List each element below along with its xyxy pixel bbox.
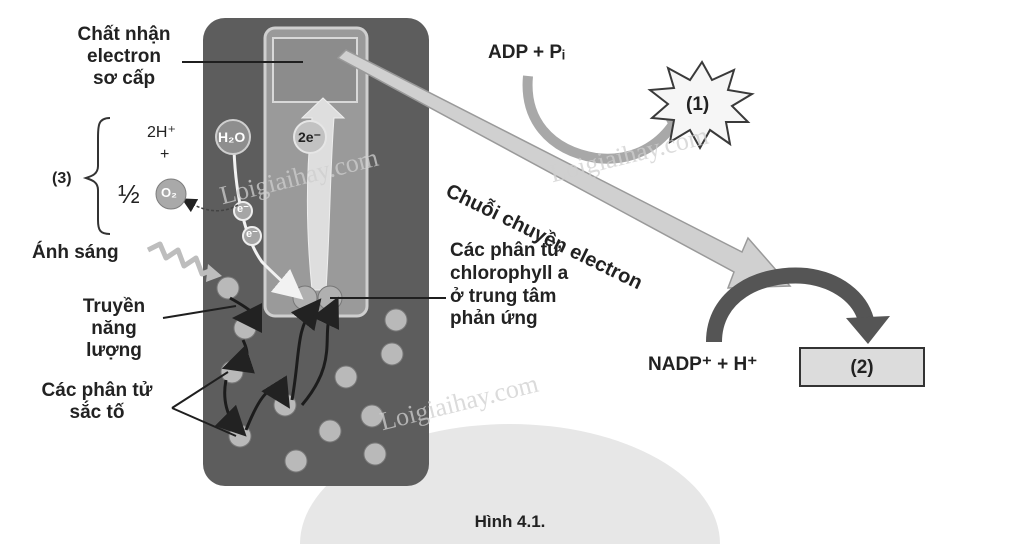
label-marker-1: (1) [686,94,710,115]
two-e-molecule [293,120,327,154]
figure-caption: Hình 4.1. [474,512,546,531]
primary-acceptor-box [272,37,358,103]
label-o2: O₂ [161,185,177,200]
label-chlorophyll-line4: phản ứng [450,308,538,330]
label-primary-acceptor-line3: sơ cấp [92,67,156,89]
o2-molecule [155,178,187,210]
label-marker-2: (2) [850,357,874,378]
label-half: ½ [118,179,140,209]
label-light: Ánh sáng [32,242,119,263]
leader-pigment-2 [171,407,237,437]
label-primary-acceptor-line2: electron [87,45,161,67]
electron-1 [233,201,253,221]
label-plus: + [160,146,170,163]
energy-transfer-arrows [214,296,340,437]
label-marker-3: (3) [52,170,72,187]
adp-arrow [522,75,677,164]
label-h2o: H₂O [218,129,246,145]
nadp-arrow [706,267,874,343]
water-electron-path [232,149,304,300]
chlorophyll-a-left [292,285,318,311]
label-two-e: 2e⁻ [298,129,321,145]
leader-transfer [162,305,237,319]
label-chlorophyll-line2: chlorophyll a [450,262,569,284]
label-energy-transfer-line1: Truyền [82,296,146,317]
label-pigments: Các phân tử sắc tố [22,380,172,424]
label-nadp: NADP⁺ + H⁺ [648,354,758,375]
label-primary-acceptor: Chất nhận electron sơ cấp [62,24,186,90]
light-zigzag [146,241,213,277]
starburst-1 [647,60,755,151]
leader-pigment-1 [171,371,229,409]
label-e2: e⁻ [246,228,258,240]
electron-2 [242,226,262,246]
label-adp: ADP + Pᵢ [488,42,565,63]
label-chlorophyll: Các phân tử chlorophyll a ở trung tâm ph… [450,240,568,331]
product-box-2 [799,347,925,387]
label-primary-acceptor-line1: Chất nhận [77,24,171,45]
label-chlorophyll-line3: ở trung tâm [450,285,557,307]
etc-arrow [336,49,792,289]
h2o-molecule [215,119,251,155]
o2-arrow [181,198,239,213]
label-chlorophyll-line1: Các phân tử [450,240,561,261]
label-pigments-line1: Các phân tử [41,380,153,401]
label-pigments-line2: sắc tố [69,401,125,423]
label-energy-transfer: Truyền năng lượng [62,296,166,362]
label-e1: e⁻ [237,203,249,215]
label-energy-transfer-line2: năng lượng [86,317,142,361]
brace-3 [82,117,111,235]
label-h-plus: 2H⁺ [147,124,176,141]
